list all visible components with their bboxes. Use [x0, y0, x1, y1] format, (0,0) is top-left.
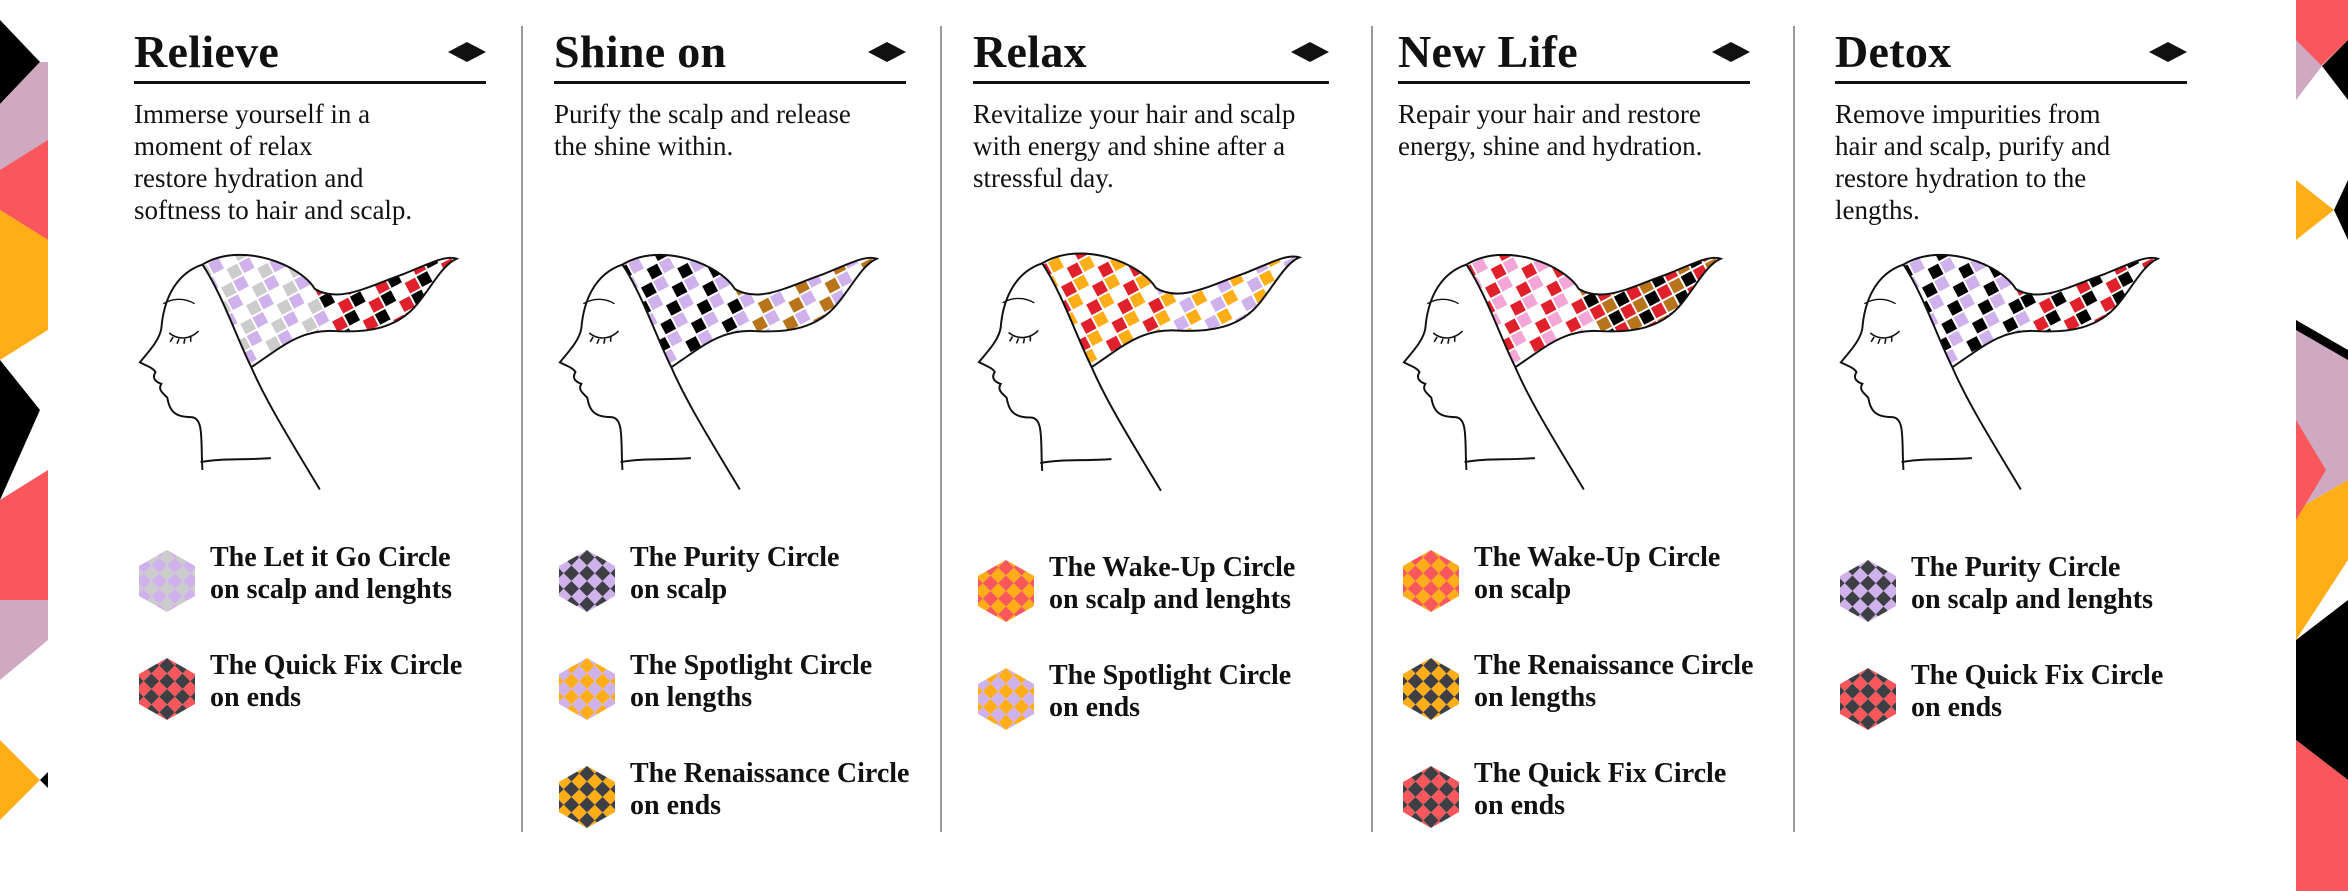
ritual-column-new-life: New Life Repair your hair and restore en… — [1398, 22, 1778, 835]
product-usage: on lengths — [630, 682, 753, 713]
quick-fix-circle-icon — [1403, 766, 1459, 828]
product-name: The Let it Go Circle — [210, 542, 451, 573]
column-divider — [1793, 26, 1795, 832]
product-usage: on ends — [630, 790, 722, 821]
column-description: Repair your hair and restore energy, shi… — [1398, 99, 1703, 161]
product-name: The Purity Circle — [630, 542, 840, 573]
product-name: The Purity Circle — [1911, 552, 2121, 583]
ritual-column-relieve: Relieve Immerse yourself in a moment of … — [134, 22, 486, 835]
column-title: Shine on — [554, 25, 727, 77]
wake-up-circle-icon — [978, 560, 1034, 622]
product-usage: on ends — [1474, 790, 1566, 821]
renaissance-circle-icon — [1403, 658, 1459, 720]
product-name: The Spotlight Circle — [1049, 660, 1292, 691]
diamond-icon — [1712, 41, 1750, 62]
woman-profile-hair-illustration — [558, 254, 880, 490]
spotlight-circle-icon — [978, 668, 1034, 730]
column-title: Relieve — [134, 25, 280, 77]
product-usage: on ends — [1049, 692, 1141, 723]
product-name: The Renaissance Circle — [630, 758, 910, 789]
ritual-column-detox: Detox Remove impurities from hair and sc… — [1835, 22, 2195, 835]
product-name: The Quick Fix Circle — [1911, 660, 2164, 691]
product-usage: on lengths — [1474, 682, 1597, 713]
column-header: Shine on — [554, 22, 906, 84]
quick-fix-circle-icon — [1840, 668, 1896, 730]
column-description: Purify the scalp and release the shine w… — [554, 99, 851, 161]
quick-fix-circle-icon — [139, 658, 195, 720]
product-usage: on scalp — [1474, 574, 1572, 605]
product-name: The Quick Fix Circle — [1474, 758, 1727, 789]
product-usage: on scalp and lenghts — [210, 574, 452, 605]
product-usage: on ends — [1911, 692, 2003, 723]
woman-profile-hair-illustration — [1402, 254, 1724, 490]
diamond-icon — [2149, 41, 2187, 62]
diamond-icon — [1291, 41, 1329, 62]
purity-circle-icon — [559, 550, 615, 612]
column-description: Immerse yourself in a moment of relax re… — [134, 99, 413, 225]
column-description: Revitalize your hair and scalp with ener… — [973, 99, 1296, 193]
column-divider — [521, 26, 523, 832]
wake-up-circle-icon — [1403, 550, 1459, 612]
product-name: The Quick Fix Circle — [210, 650, 463, 681]
ritual-column-relax: Relax Revitalize your hair and scalp wit… — [973, 22, 1345, 835]
column-divider — [940, 26, 942, 832]
product-name: The Spotlight Circle — [630, 650, 873, 681]
product-name: The Wake-Up Circle — [1474, 542, 1721, 573]
product-usage: on ends — [210, 682, 302, 713]
ritual-column-shine-on: Shine on Purify the scalp and release th… — [554, 22, 926, 835]
product-usage: on scalp and lenghts — [1049, 584, 1291, 615]
product-usage: on scalp — [630, 574, 728, 605]
column-header: Relieve — [134, 22, 486, 84]
woman-profile-hair-illustration — [1839, 254, 2161, 490]
product-name: The Wake-Up Circle — [1049, 552, 1296, 583]
renaissance-circle-icon — [559, 766, 615, 828]
purity-circle-icon — [1840, 560, 1896, 622]
column-title: New Life — [1398, 25, 1578, 77]
column-description: Remove impurities from hair and scalp, p… — [1835, 99, 2111, 225]
woman-profile-hair-illustration — [977, 252, 1303, 492]
column-title: Relax — [973, 25, 1087, 77]
right-geometric-border — [2296, 0, 2348, 891]
spotlight-circle-icon — [559, 658, 615, 720]
product-usage: on scalp and lenghts — [1911, 584, 2153, 615]
woman-profile-hair-illustration — [138, 254, 460, 490]
column-header: Relax — [973, 22, 1329, 84]
diamond-icon — [448, 41, 486, 62]
column-header: New Life — [1398, 22, 1750, 84]
let-it-go-circle-icon — [139, 550, 195, 612]
column-divider — [1371, 26, 1373, 832]
left-geometric-border — [0, 0, 48, 891]
product-name: The Renaissance Circle — [1474, 650, 1754, 681]
diamond-icon — [868, 41, 906, 62]
column-title: Detox — [1835, 25, 1952, 77]
column-header: Detox — [1835, 22, 2187, 84]
